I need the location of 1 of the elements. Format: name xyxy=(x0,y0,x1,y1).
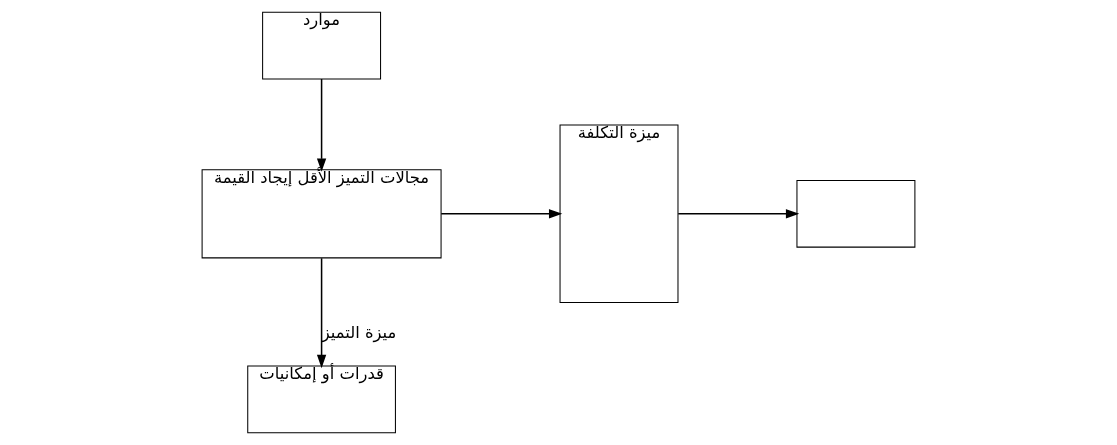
edge-label: ميزة التميز xyxy=(321,323,397,343)
